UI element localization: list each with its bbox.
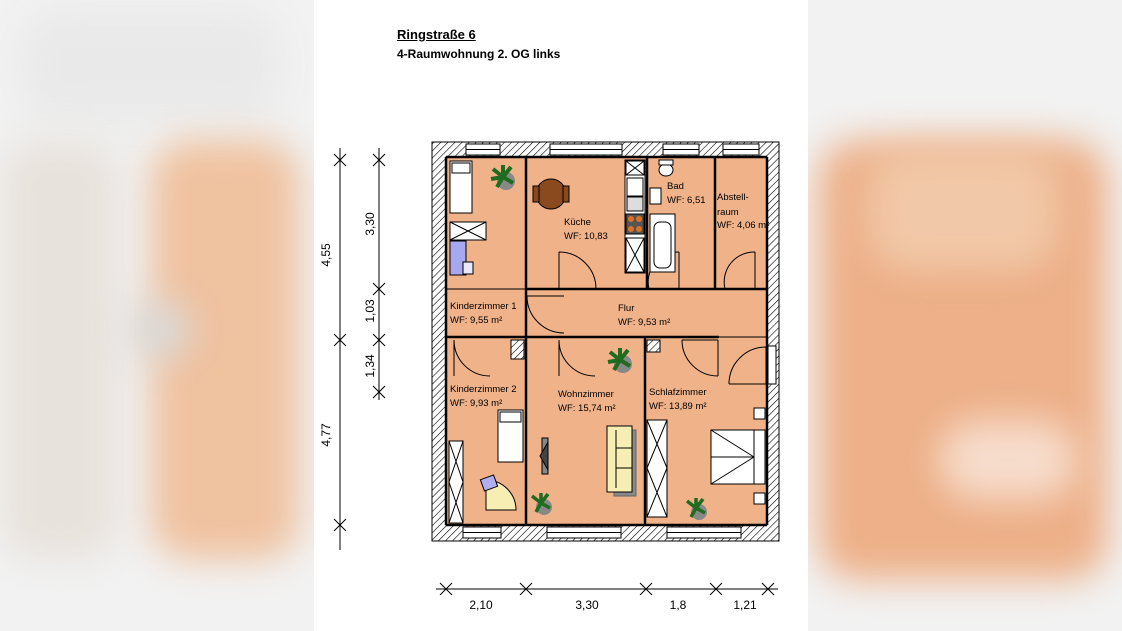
plant-icon [685,497,707,520]
wohnzimmer-name: Wohnzimmer [558,389,614,400]
dim-horizontal-2-10: 2,10 [469,598,493,612]
blurred-background-left [0,0,314,631]
bathtub-icon [649,213,676,273]
floor-plan-page: Ringstraße 6 4-Raumwohnung 2. OG links [314,0,808,631]
toilet-icon [658,159,674,177]
nightstand-icon [753,407,766,420]
flur-area: WF: 9,53 m² [618,317,670,328]
abstellraum-name-2: raum [717,207,739,218]
dim-vertical-4-77: 4,77 [319,423,333,447]
flur-name: Flur [618,303,634,314]
kinderzimmer1-name: Kinderzimmer 1 [450,301,517,312]
plant-icon [490,165,515,190]
plant-icon [530,492,552,515]
dim-vertical-1-03: 1,03 [363,299,377,323]
chimney-block [510,339,525,360]
windows [462,143,777,539]
document-subtitle: 4-Raumwohnung 2. OG links [397,47,561,61]
blurred-background-right [808,0,1122,631]
dim-vertical-1-34: 1,34 [363,354,377,378]
bed-icon [449,160,473,214]
dim-vertical-3-30: 3,30 [363,212,377,236]
sofa-icon [606,425,637,497]
tv-cabinet-icon [539,437,549,475]
kinderzimmer2-area: WF: 9,93 m² [450,398,502,409]
double-bed-icon [710,429,766,485]
wohnzimmer-area: WF: 15,74 m² [558,403,616,414]
dining-table-icon [532,178,570,210]
bad-area: WF: 6,51 [667,195,706,206]
bad-name: Bad [667,181,684,192]
wardrobe-icon [448,440,464,524]
dim-horizontal-1-21: 1,21 [733,598,757,612]
abstellraum-name-1: Abstell- [717,192,749,203]
kueche-area: WF: 10,83 [564,231,608,242]
floor-plan-drawing: Kinderzimmer 1 WF: 9,55 m² Küche WF: 10,… [319,141,780,612]
dim-vertical-4-55: 4,55 [319,243,333,267]
dim-horizontal-3-30: 3,30 [575,598,599,612]
bed-icon [497,409,524,463]
schlafzimmer-name: Schlafzimmer [649,387,707,398]
nightstand-icon [753,492,766,505]
corner-desk-icon [479,474,517,511]
dim-horizontal-1-8: 1,8 [670,598,687,612]
desk-icon [449,221,487,241]
kueche-name: Küche [564,217,591,228]
kitchen-counter-icon [624,159,646,274]
horizontal-dimension-line [436,582,778,596]
vertical-dimension-lines [333,148,386,550]
abstellraum-area: WF: 4,06 m² [717,220,769,231]
kinderzimmer1-area: WF: 9,55 m² [450,315,502,326]
sink-icon [649,187,662,205]
chimney-block [646,339,661,353]
wardrobe-icon [449,240,467,276]
document-title: Ringstraße 6 [397,27,476,42]
wardrobe-icon [646,419,668,518]
chair-icon [462,261,474,275]
interior-walls [444,155,769,527]
kinderzimmer2-name: Kinderzimmer 2 [450,384,517,395]
plant-icon [607,348,632,373]
doors [453,251,767,385]
schlafzimmer-area: WF: 13,89 m² [649,401,707,412]
room-kinderzimmer-1-alcove [445,288,527,338]
